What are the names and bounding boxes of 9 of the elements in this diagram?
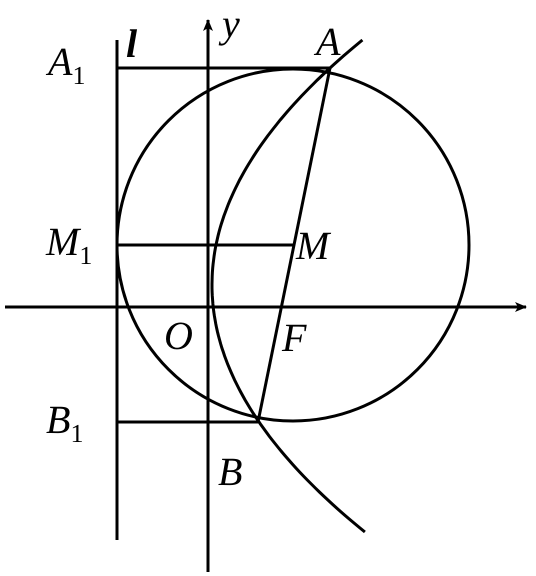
point-label: B: [218, 452, 242, 492]
point-label: A: [316, 22, 340, 62]
point-label: M: [296, 226, 330, 266]
point-label: M$_{1}$: [46, 222, 92, 269]
point-label: B$_{1}$: [46, 400, 84, 447]
point-label: A$_{1}$: [48, 42, 86, 89]
line-label: l: [126, 24, 138, 64]
origin-label: O: [164, 316, 193, 356]
point-label: F: [282, 318, 306, 358]
